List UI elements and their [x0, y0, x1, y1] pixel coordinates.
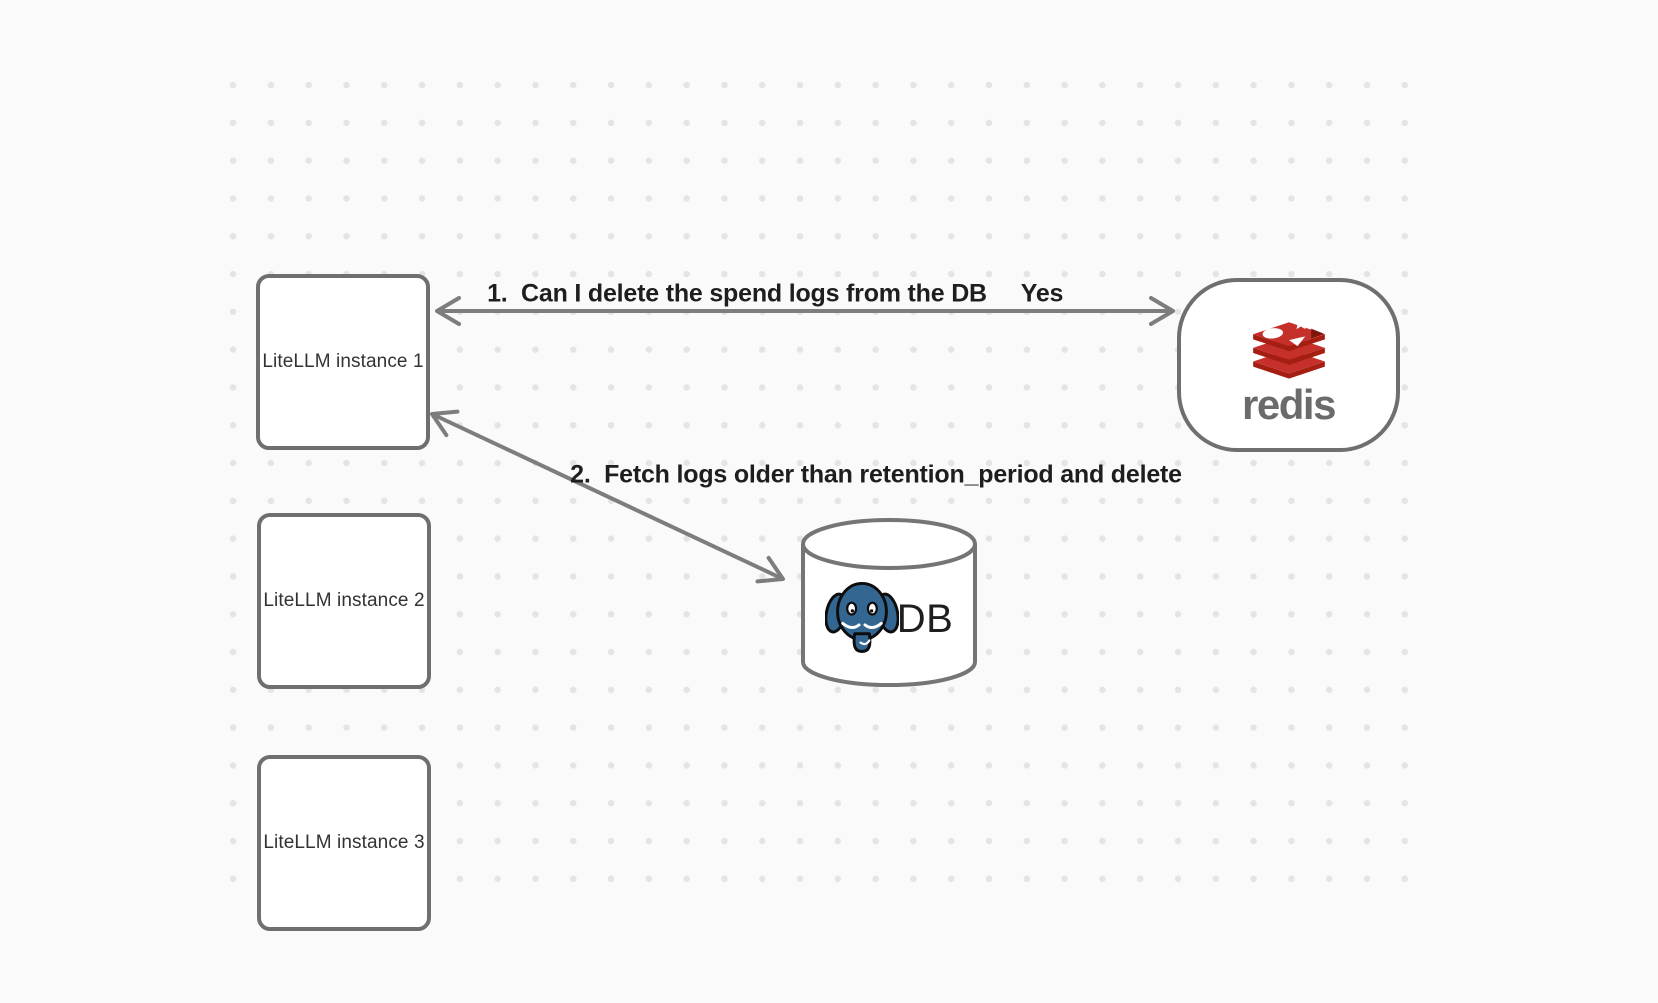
redis-cube-stack-icon	[1252, 315, 1325, 379]
edge1-answer-label: Yes	[1020, 279, 1064, 308]
node-database[interactable]: DB	[798, 516, 980, 690]
db-label: DB	[896, 596, 954, 641]
node-litellm-instance-3[interactable]: LiteLLM instance 3	[257, 755, 431, 931]
litellm-instance-3-label: LiteLLM instance 3	[263, 832, 425, 853]
node-redis[interactable]: redis	[1177, 278, 1400, 452]
edge1-label: 1. Can I delete the spend logs from the …	[487, 279, 987, 308]
redis-wordmark: redis	[1242, 381, 1336, 428]
edge2-label: 2. Fetch logs older than retention_perio…	[570, 460, 1182, 489]
litellm-instance-2-label: LiteLLM instance 2	[263, 590, 425, 611]
postgresql-elephant-icon	[824, 581, 899, 653]
edge2-arrow[interactable]	[430, 409, 785, 584]
node-litellm-instance-1[interactable]: LiteLLM instance 1	[256, 274, 430, 450]
litellm-instance-1-label: LiteLLM instance 1	[262, 351, 424, 372]
node-litellm-instance-2[interactable]: LiteLLM instance 2	[257, 513, 431, 689]
